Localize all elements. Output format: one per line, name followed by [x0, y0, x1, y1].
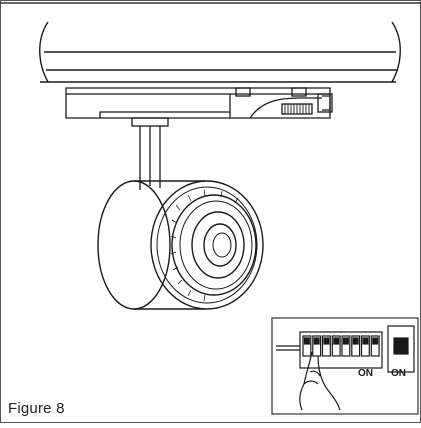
dip-switch [302, 335, 312, 357]
dip-switch [312, 335, 322, 357]
toggle-on-label: ON [391, 368, 406, 379]
dip-switch [351, 335, 361, 357]
dip-switch-knob [323, 337, 330, 345]
dip-switch-knob [362, 337, 369, 345]
dip-switch [321, 335, 331, 357]
dip-switch [360, 335, 370, 357]
dip-switch-knob [372, 337, 379, 345]
dip-switch-knob [352, 337, 359, 345]
dip-switch-knob [303, 337, 310, 345]
dip-switch [370, 335, 380, 357]
hand-icon [299, 351, 341, 411]
dip-switch [341, 335, 351, 357]
ceiling-track [39, 21, 401, 83]
dip-switch [331, 335, 341, 357]
figure-caption: Figure 8 [8, 400, 65, 417]
switch-inset [271, 317, 419, 415]
toggle-switch-lever [393, 337, 409, 355]
dip-switch-on-label: ON [358, 368, 373, 379]
dip-switch-block [299, 331, 383, 369]
mounting-stem [131, 117, 169, 190]
dip-switch-knob [333, 337, 340, 345]
track-adapter [65, 87, 333, 119]
dip-switch-knob [313, 337, 320, 345]
spotlight-head [97, 180, 264, 310]
toggle-switch-housing [387, 325, 415, 373]
dip-switch-knob [342, 337, 349, 345]
